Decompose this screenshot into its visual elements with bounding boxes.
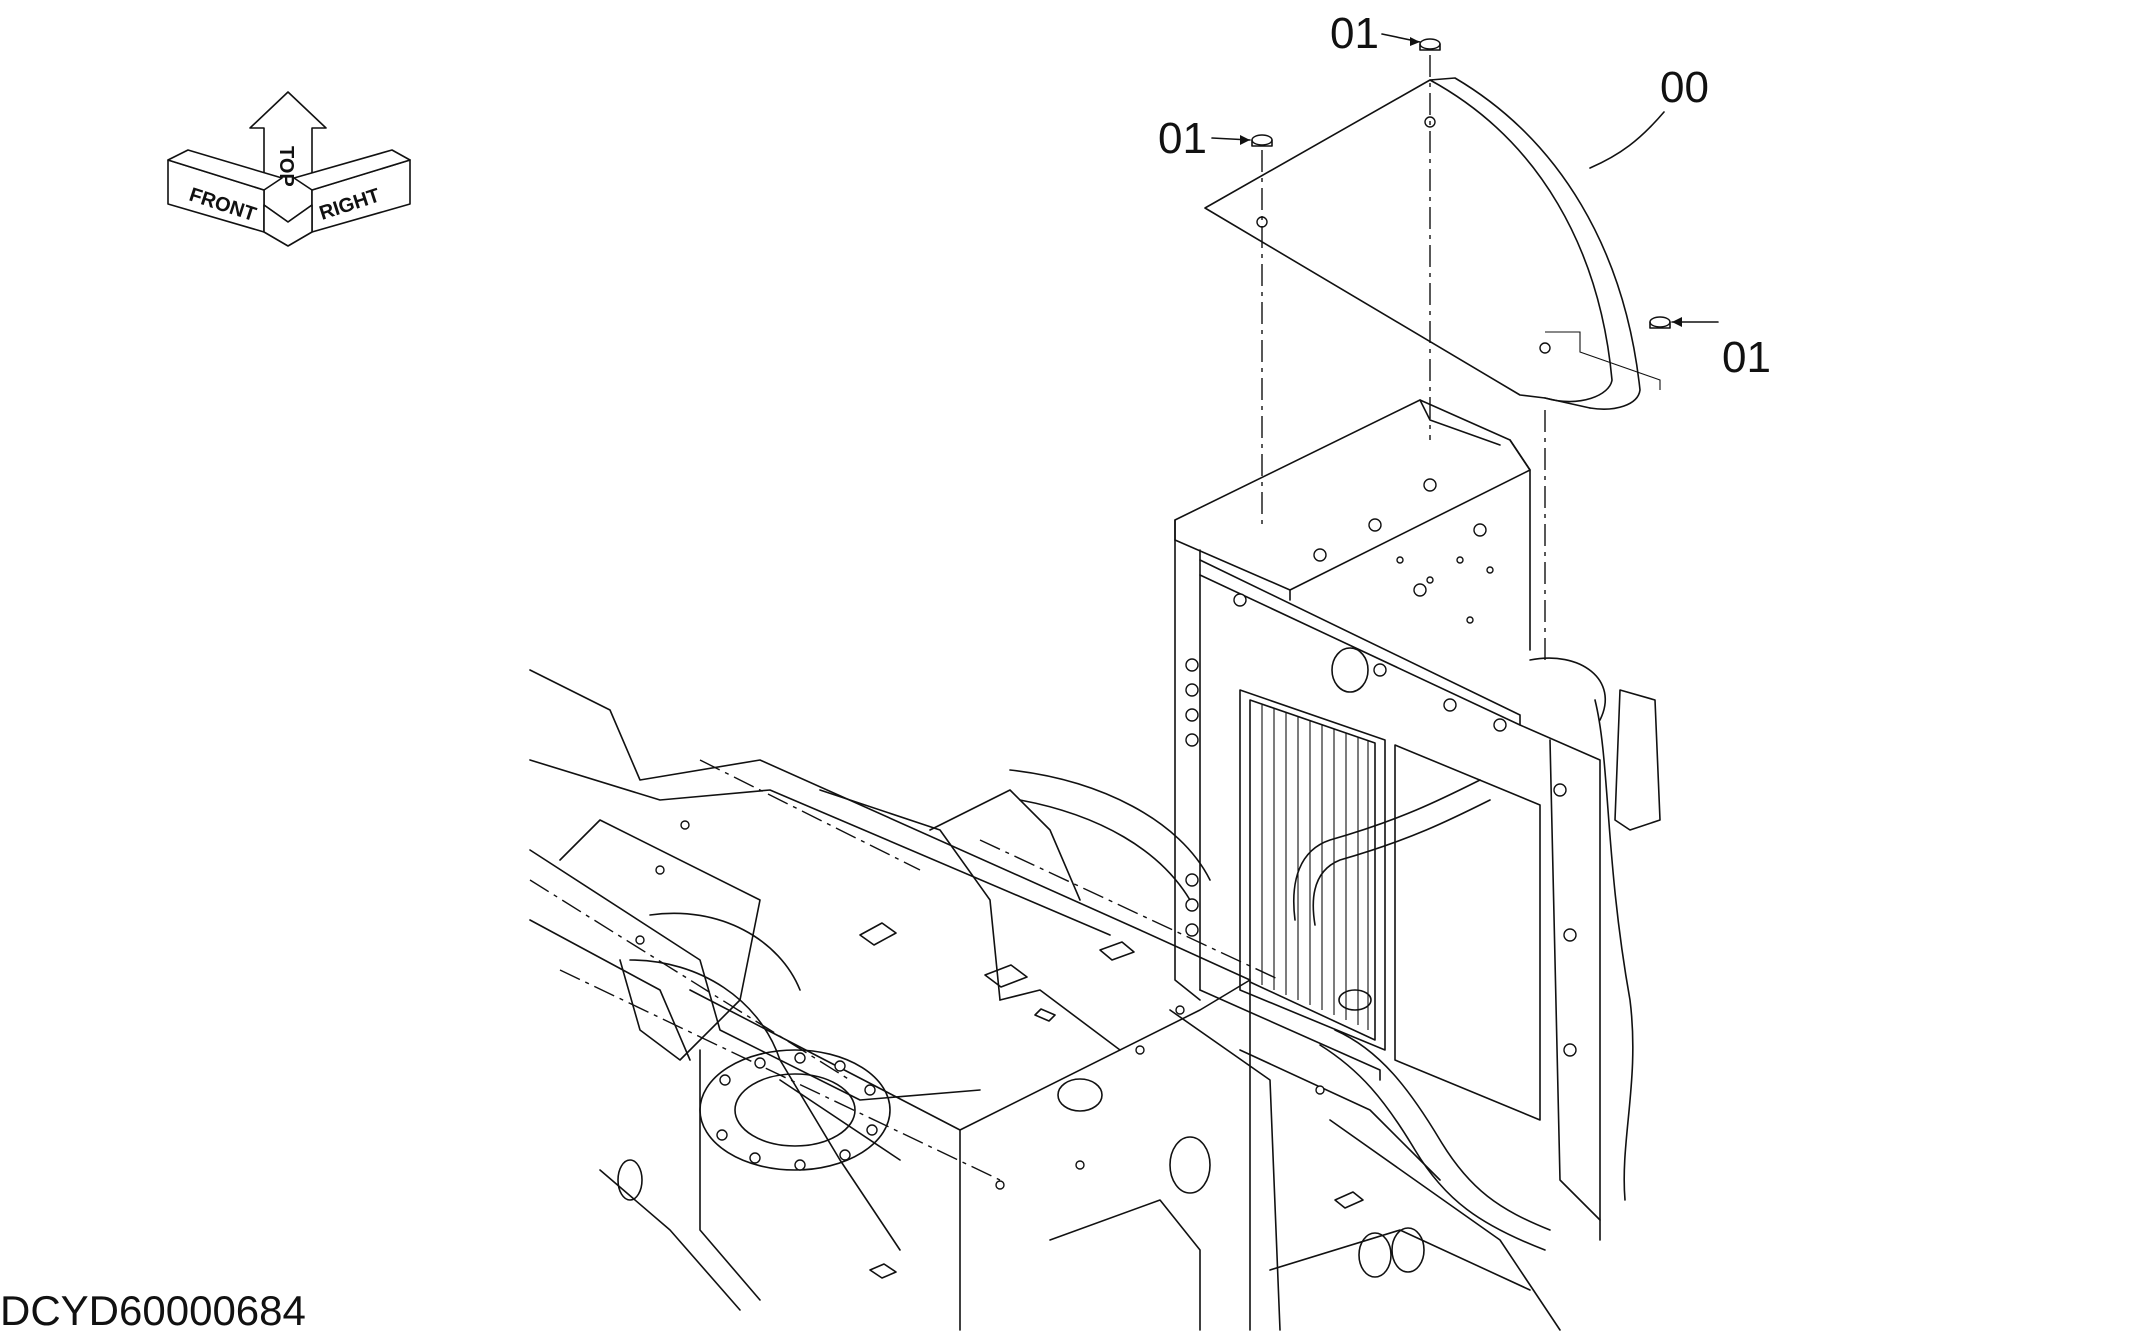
radiator-core-fins [1261, 705, 1369, 1030]
cover-part-00 [1204, 77, 1641, 410]
bolt-part-01-left [1251, 134, 1273, 147]
drawing-id: DCYD60000684 [0, 1287, 306, 1334]
callout-leaders [1211, 33, 1719, 327]
radiator-mount-bolts [1185, 478, 1577, 1057]
callout-bolt-right: 01 [1722, 333, 1771, 382]
upper-frame-structure [529, 669, 1561, 1331]
bolt-part-01-top [1419, 38, 1441, 51]
orientation-label-top: TOP [275, 146, 297, 187]
callout-cover-part: 00 [1660, 63, 1709, 112]
swing-bearing-bolt-holes [716, 1052, 878, 1171]
bolt-part-01-right [1649, 316, 1671, 329]
assembly-alignment-lines [1261, 55, 1661, 660]
orientation-indicator: FRONT TOP RIGHT [167, 91, 411, 247]
callout-bolt-left: 01 [1158, 114, 1207, 163]
callout-bolt-top: 01 [1330, 9, 1379, 58]
radiator-assembly [1174, 399, 1661, 1251]
